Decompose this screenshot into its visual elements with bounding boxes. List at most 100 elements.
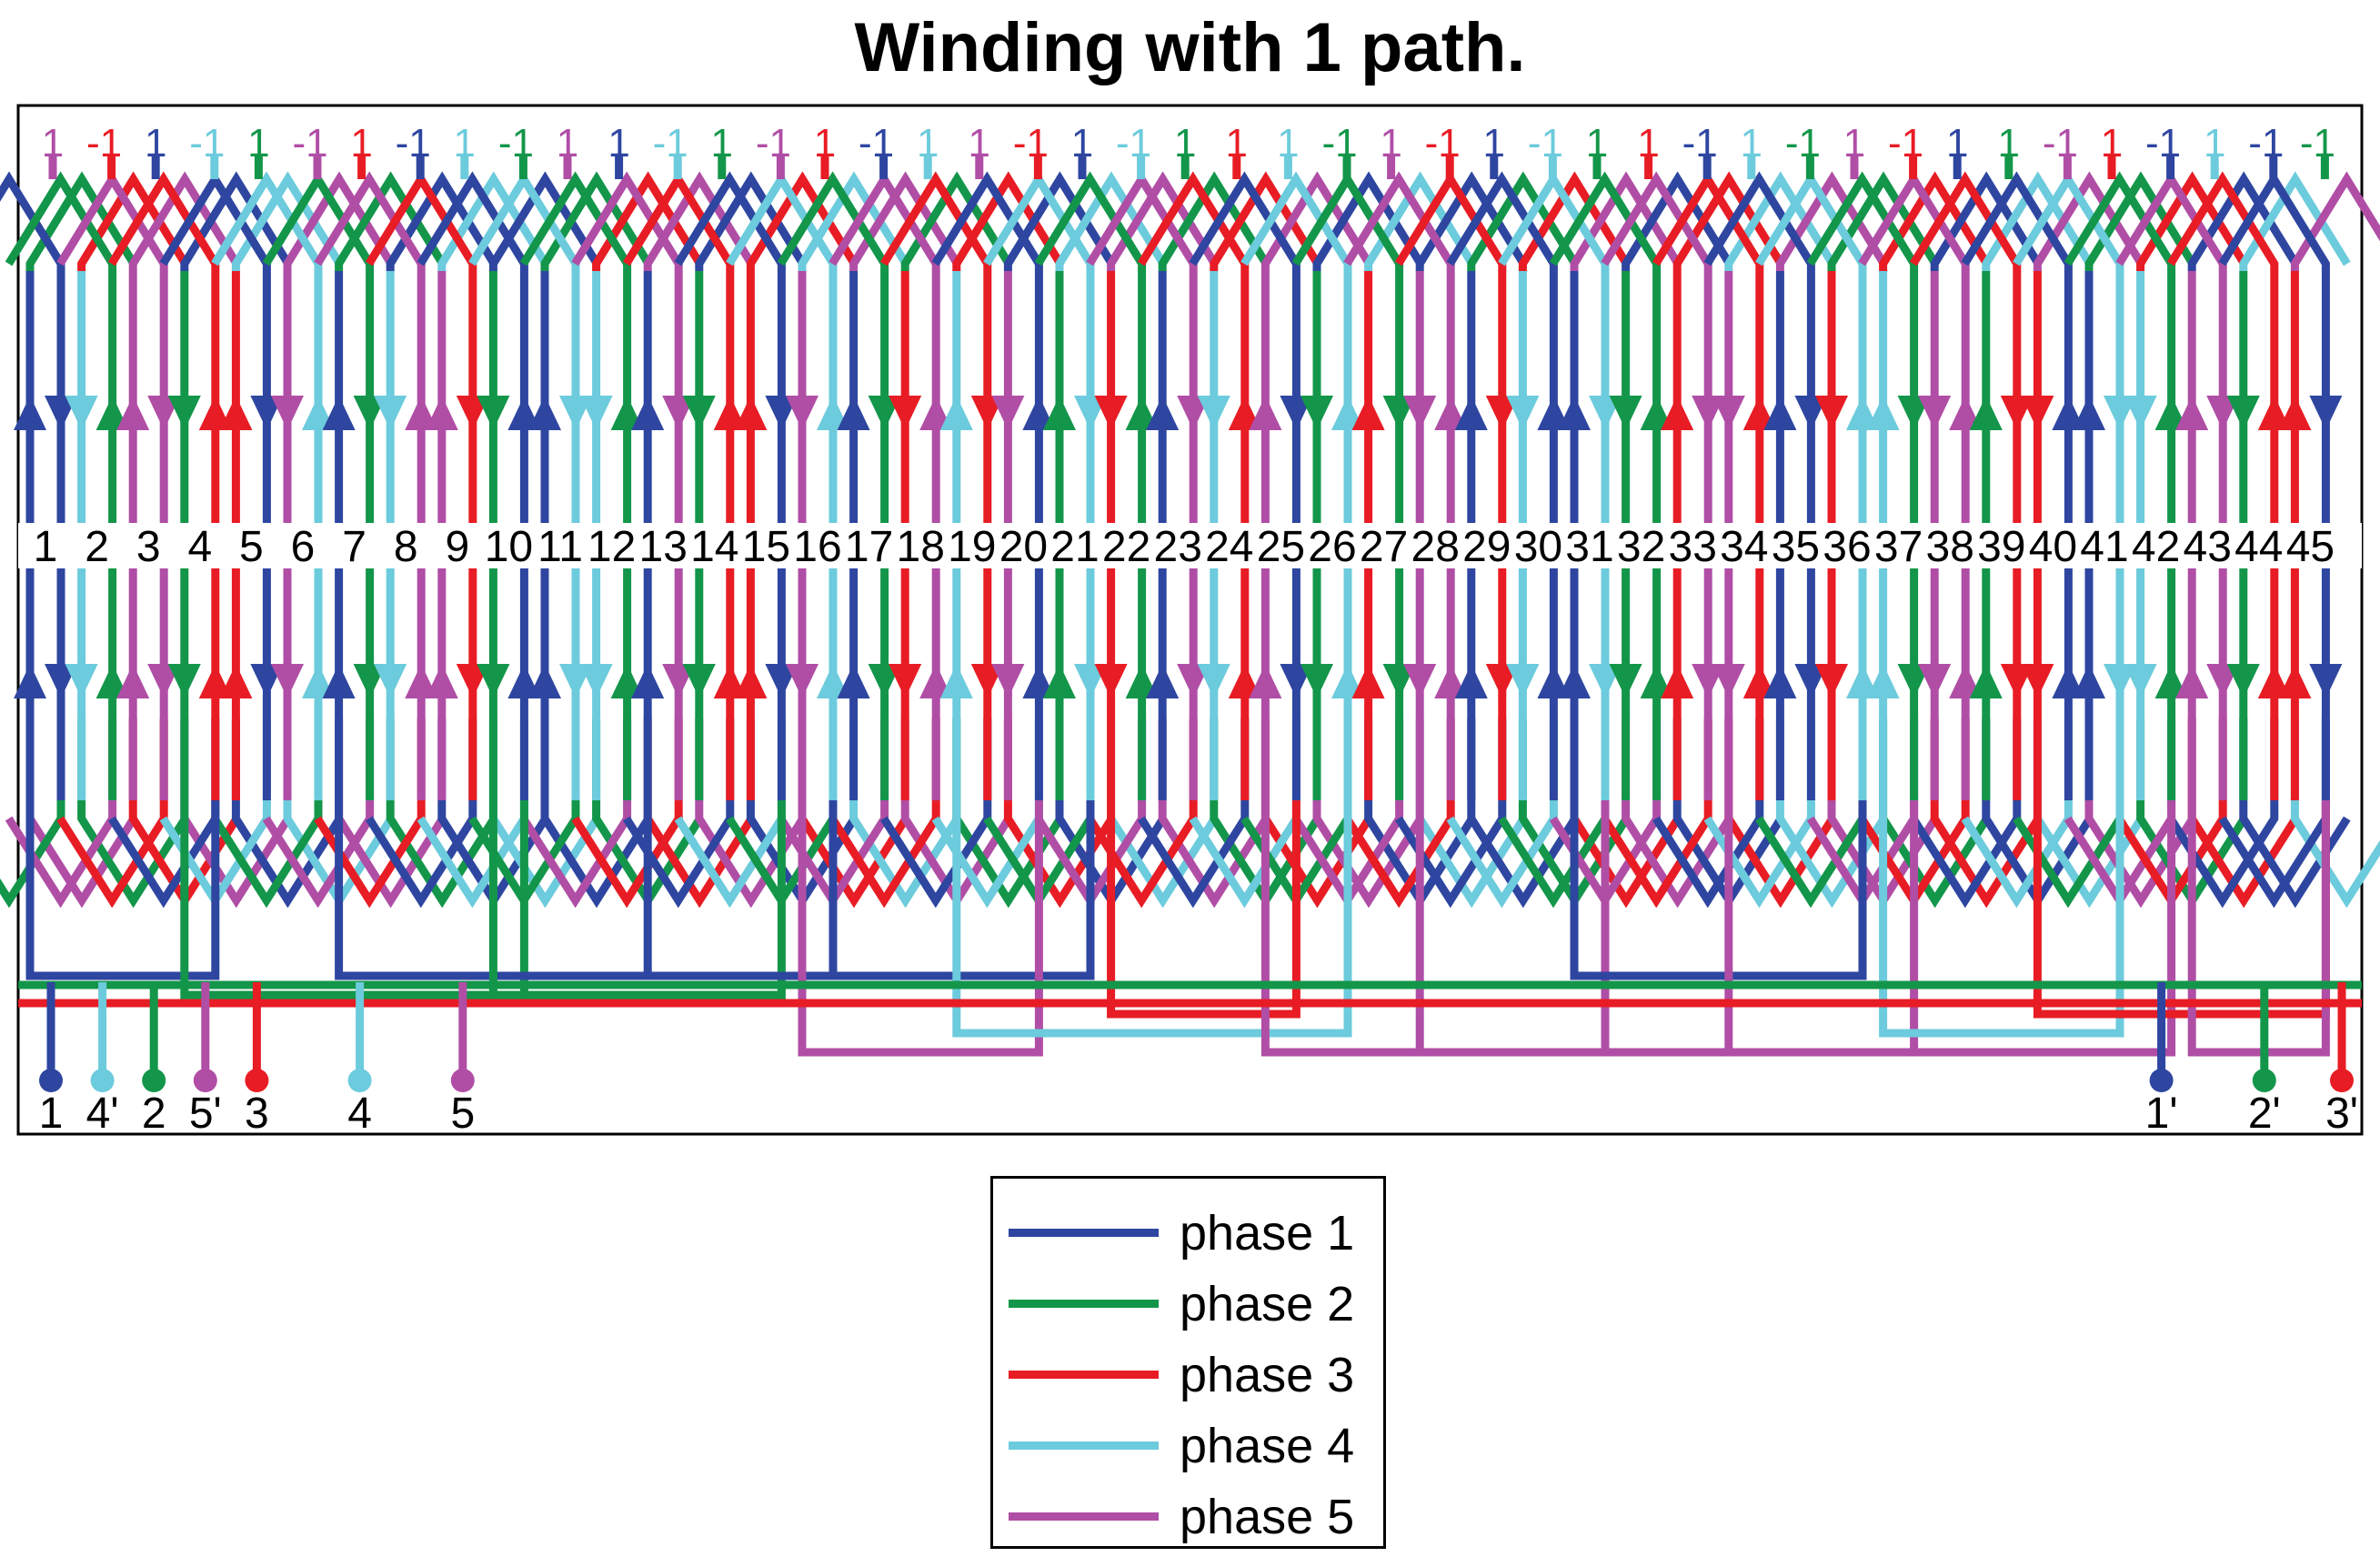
direction-arrow — [1280, 664, 1313, 698]
end-connection — [2290, 718, 2380, 909]
direction-arrow — [1177, 664, 1210, 698]
slot-number: 4 — [187, 523, 212, 571]
top-coil-label: -1 — [1425, 121, 1461, 166]
direction-arrow — [837, 664, 870, 698]
direction-arrow — [2073, 396, 2105, 430]
direction-arrow — [765, 664, 798, 698]
direction-arrow — [1640, 396, 1673, 430]
direction-arrow — [682, 396, 716, 430]
slot-number: 19 — [948, 523, 996, 571]
terminal-dot — [245, 1069, 269, 1092]
terminal-dot — [2149, 1069, 2174, 1092]
external-connection — [180, 800, 528, 999]
slot-number: 35 — [1772, 523, 1820, 571]
direction-arrow — [1074, 396, 1107, 430]
direction-arrow — [837, 396, 870, 430]
direction-arrow — [1434, 396, 1468, 430]
slot-number: 17 — [845, 523, 893, 571]
terminal-dot — [193, 1069, 217, 1092]
direction-arrow — [817, 664, 849, 698]
direction-arrow — [456, 664, 489, 698]
slot-number: 6 — [291, 523, 316, 571]
direction-arrow — [786, 664, 818, 698]
slot-number: 18 — [897, 523, 945, 571]
direction-arrow — [734, 396, 768, 430]
direction-arrow — [1094, 396, 1128, 430]
direction-arrow — [1897, 664, 1931, 698]
direction-arrow — [456, 396, 489, 430]
direction-arrow — [2124, 396, 2157, 430]
direction-arrow — [2052, 664, 2085, 698]
terminal-label: 5' — [189, 1090, 222, 1138]
direction-arrow — [1043, 664, 1076, 698]
direction-arrow — [1609, 396, 1642, 430]
direction-arrow — [1742, 396, 1776, 430]
direction-arrow — [2104, 664, 2136, 698]
direction-arrow — [45, 664, 77, 698]
slot-number: 1 — [34, 523, 58, 571]
direction-arrow — [2278, 664, 2312, 698]
diagram-frame — [16, 104, 2364, 1136]
slot-number: 33 — [1669, 523, 1717, 571]
direction-arrow — [2124, 664, 2157, 698]
direction-arrow — [374, 396, 407, 430]
direction-arrow — [322, 664, 356, 698]
legend-swatch — [1009, 1441, 1159, 1450]
direction-arrow — [2154, 396, 2188, 430]
direction-arrow — [1382, 396, 1416, 430]
direction-arrow — [939, 396, 973, 430]
direction-arrow — [1846, 396, 1879, 430]
top-coil-label: -1 — [292, 121, 327, 166]
legend-label: phase 2 — [1180, 1277, 1355, 1331]
direction-arrow — [14, 664, 46, 698]
direction-arrow — [219, 664, 253, 698]
top-coil-label: -1 — [1888, 121, 1923, 166]
legend-swatch — [1009, 1371, 1159, 1379]
direction-arrow — [167, 396, 201, 430]
direction-arrow — [1382, 664, 1416, 698]
legend-item: phase 1 — [993, 1200, 1383, 1264]
external-connection — [2187, 800, 2330, 1057]
top-coil-label: -1 — [498, 121, 534, 166]
slot-number: 26 — [1308, 523, 1356, 571]
direction-arrow — [1969, 664, 2003, 698]
direction-arrow — [353, 664, 387, 698]
external-connection — [1415, 800, 1919, 1057]
direction-arrow — [1022, 396, 1056, 430]
slot-number: 5 — [239, 523, 264, 571]
direction-arrow — [425, 396, 458, 430]
terminal-label: 2' — [2248, 1090, 2281, 1138]
direction-arrow — [2000, 396, 2034, 430]
direction-arrow — [559, 396, 592, 430]
direction-arrow — [302, 664, 335, 698]
direction-arrow — [1454, 664, 1488, 698]
direction-arrow — [1763, 664, 1797, 698]
slot-number: 22 — [1102, 523, 1150, 571]
direction-arrow — [1300, 664, 1333, 698]
direction-arrow — [1022, 664, 1056, 698]
legend-swatch — [1009, 1512, 1159, 1521]
direction-arrow — [939, 664, 973, 698]
direction-arrow — [2175, 664, 2209, 698]
direction-arrow — [2257, 396, 2291, 430]
direction-arrow — [1177, 396, 1210, 430]
slot-number: 23 — [1154, 523, 1202, 571]
direction-arrow — [2154, 664, 2188, 698]
direction-arrow — [1485, 396, 1519, 430]
direction-arrow — [2278, 396, 2312, 430]
direction-arrow — [1300, 396, 1333, 430]
slot-number: 9 — [445, 523, 469, 571]
slot-number: 42 — [2132, 523, 2180, 571]
top-coil-label: -1 — [2300, 121, 2335, 166]
slot-number: 38 — [1926, 523, 1974, 571]
direction-arrow — [1074, 664, 1107, 698]
direction-arrow — [1351, 664, 1385, 698]
legend-item: phase 4 — [993, 1413, 1383, 1477]
slot-number: 20 — [999, 523, 1048, 571]
direction-arrow — [2021, 396, 2054, 430]
direction-arrow — [302, 396, 335, 430]
direction-arrow — [219, 396, 253, 430]
top-coil-label: -1 — [1116, 121, 1151, 166]
